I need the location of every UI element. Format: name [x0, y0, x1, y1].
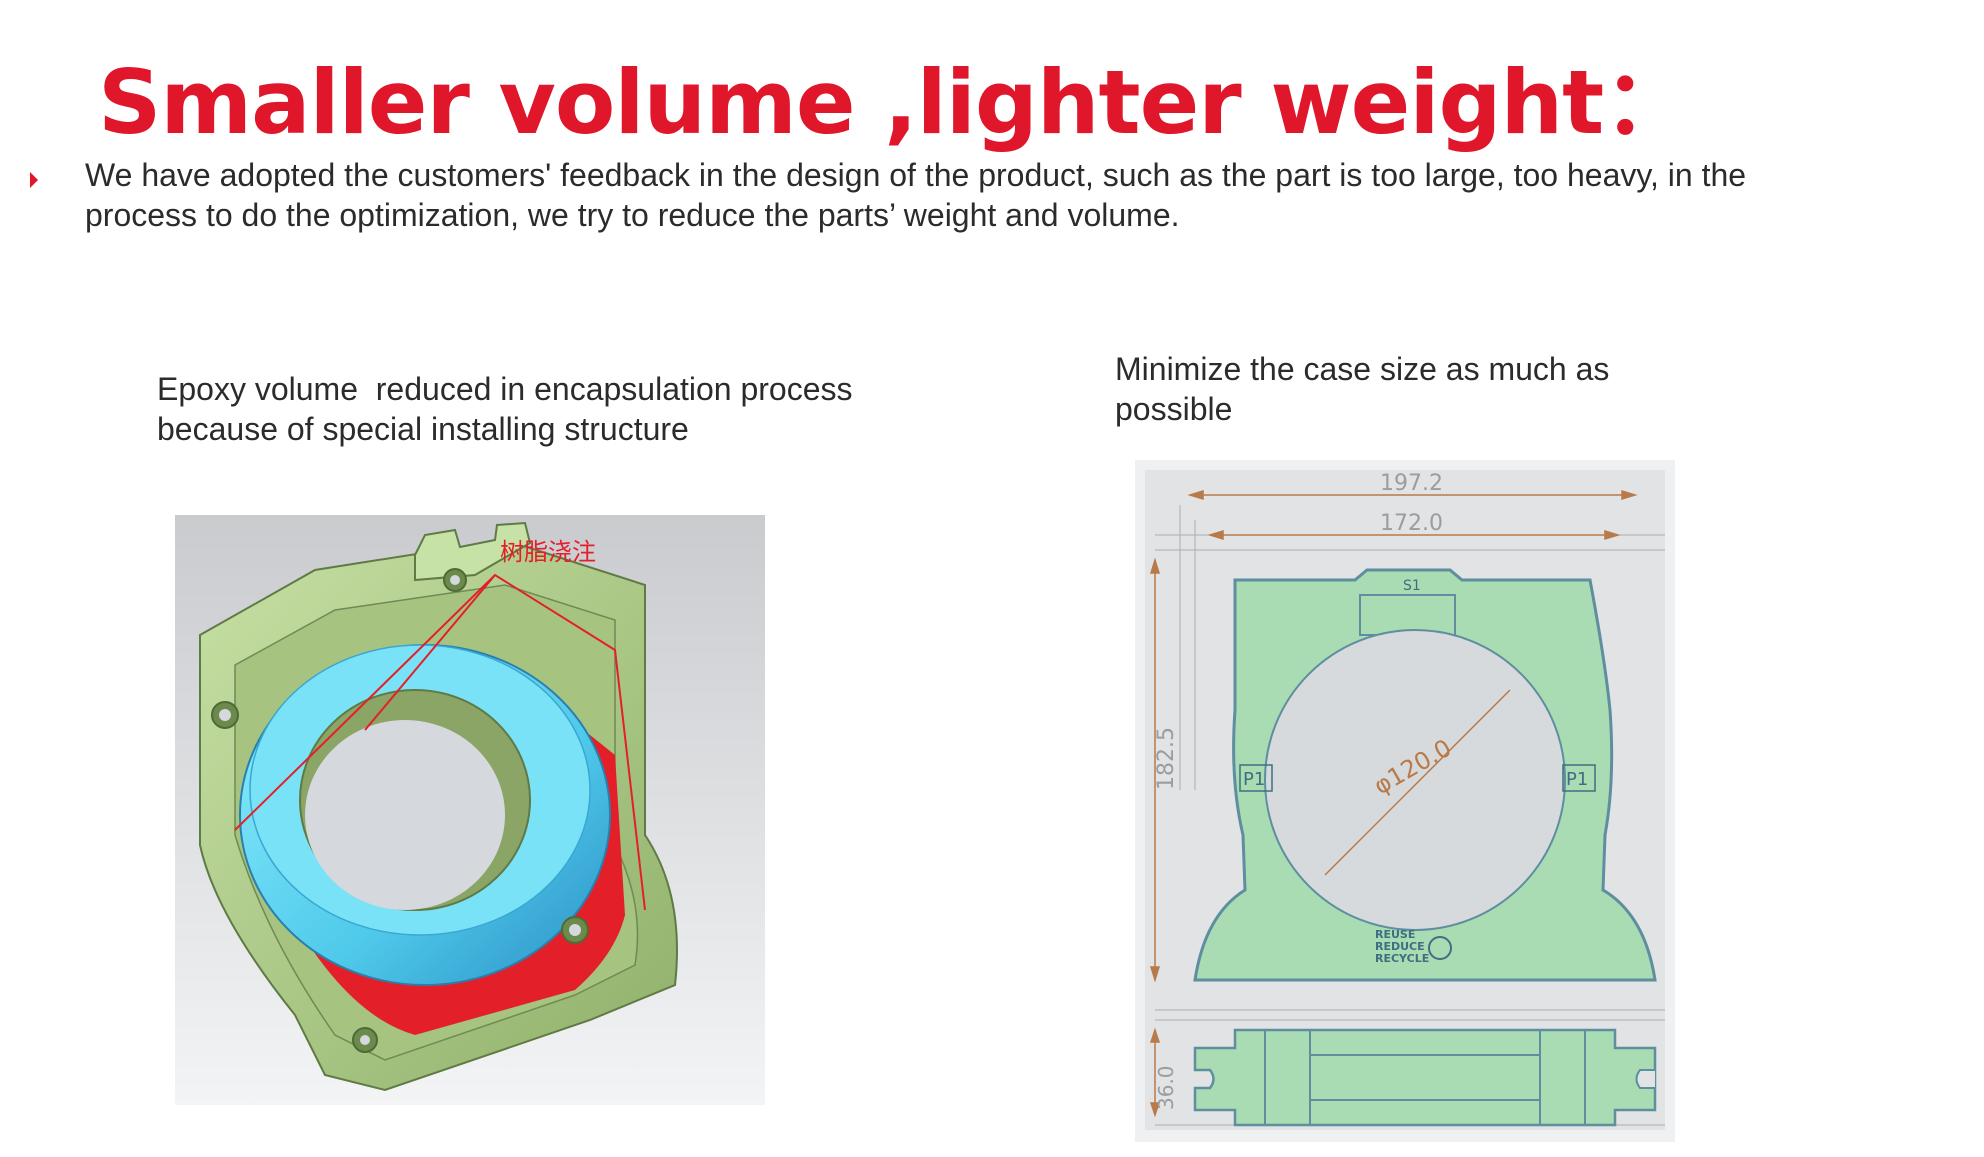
dim-inner-width: 172.0	[1380, 511, 1443, 536]
recycle-line3: RECYCLE	[1375, 952, 1429, 965]
resin-annotation: 树脂浇注	[500, 538, 596, 566]
label-p1-right-box	[1562, 764, 1596, 792]
case-side-notch	[1635, 1069, 1655, 1089]
label-p1-left-box	[1239, 764, 1273, 792]
left-caption-line2: because of special installing structure	[157, 411, 689, 447]
epoxy-housing-render: 树脂浇注	[175, 515, 765, 1105]
right-caption-line2: possible	[1115, 391, 1233, 427]
recycle-line1: REUSE	[1375, 928, 1415, 941]
annotation-leader	[234, 573, 646, 911]
center-aperture	[1264, 629, 1566, 931]
mount-hole	[450, 575, 460, 585]
mount-hole	[219, 709, 231, 721]
page-title: Smaller volume ,lighter weight：	[98, 51, 1691, 154]
right-caption: Minimize the case size as much as possib…	[1115, 349, 1675, 429]
label-p1-right: P1	[1566, 769, 1588, 790]
recycle-line2: REDUCE	[1375, 940, 1425, 953]
recycle-icon	[1428, 936, 1452, 960]
mount-hole	[360, 1035, 370, 1045]
right-caption-line1: Minimize the case size as much as	[1115, 351, 1610, 387]
left-caption: Epoxy volume reduced in encapsulation pr…	[157, 369, 957, 449]
core-hole-floor	[305, 720, 505, 910]
diameter-leader	[1324, 689, 1511, 876]
dim-height: 182.5	[1154, 727, 1179, 790]
dim-outer-width: 197.2	[1380, 471, 1443, 496]
annotation-leader	[364, 574, 496, 731]
mount-hole	[569, 924, 581, 936]
dim-thickness: 36.0	[1154, 1065, 1178, 1110]
intro-text: We have adopted the customers' feedback …	[85, 157, 1747, 233]
label-p1-left: P1	[1243, 769, 1265, 790]
left-caption-line1: Epoxy volume reduced in encapsulation pr…	[157, 371, 853, 407]
bullet-arrow-icon	[30, 172, 38, 188]
case-side-details	[1264, 1030, 1586, 1125]
label-s1: S1	[1403, 578, 1421, 594]
case-dimension-drawing: 197.2 172.0 182.5 36.0 φ120.0 S1 P1 P1 R…	[1135, 460, 1675, 1142]
